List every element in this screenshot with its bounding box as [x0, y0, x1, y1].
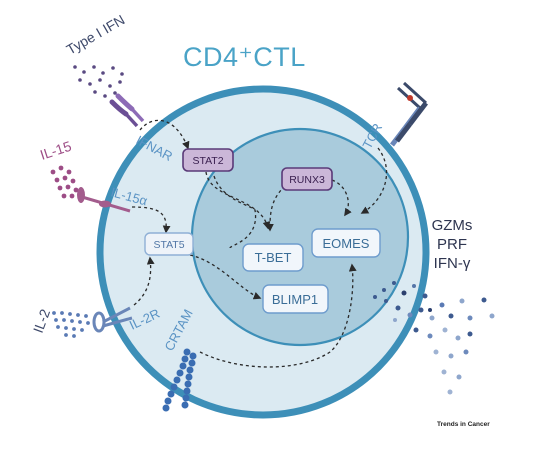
node-runx3: RUNX3: [281, 167, 333, 191]
effector-label-gzms: GZMs: [432, 217, 473, 234]
journal-credit: Trends in Cancer: [437, 421, 490, 428]
arrow-ifnar-stat2: [139, 119, 190, 150]
node-stat5: STAT5: [144, 232, 194, 256]
node-label-stat5: STAT5: [153, 239, 184, 251]
node-label-eomes: EOMES: [323, 236, 370, 251]
arrow-stat2-blimp1: [213, 175, 257, 249]
node-label-runx3: RUNX3: [289, 174, 325, 186]
node-eomes: EOMES: [311, 228, 381, 258]
il2-dots: [52, 311, 90, 338]
receptor-il15a-icon: [77, 187, 131, 213]
effector-dots: [373, 281, 495, 395]
ligand-label-il15: IL-15: [38, 138, 73, 163]
ligand-label-type1-ifn: Type I IFN: [64, 11, 128, 57]
signaling-arrows: [131, 119, 388, 368]
arrow-il2r-stat5: [133, 256, 155, 306]
node-label-tbet: T-BET: [255, 250, 292, 265]
effector-label-ifng: IFN-γ: [434, 255, 471, 272]
arrow-stat5-blimp1: [189, 254, 262, 300]
effector-label-prf: PRF: [437, 236, 467, 253]
receptor-tcr-icon: [390, 81, 428, 147]
receptor-ifnar-icon: [109, 93, 145, 128]
node-blimp1: BLIMP1: [262, 284, 329, 314]
ligand-label-il2: IL-2: [30, 307, 53, 335]
receptor-crtam-icon: [162, 348, 197, 412]
node-label-stat2: STAT2: [192, 155, 223, 167]
receptor-il2r-icon: [92, 306, 133, 333]
il15-dots: [50, 165, 79, 199]
node-stat2: STAT2: [182, 148, 234, 172]
arrow-runx3-tbet: [266, 185, 286, 232]
arrow-stat2-tbet: [205, 171, 271, 230]
cell-title: CD4⁺CTL: [183, 42, 306, 72]
type1-ifn-dots: [73, 65, 124, 98]
effector-labels: GZMs PRF IFN-γ: [432, 217, 473, 272]
arrow-crtam-eomes: [199, 263, 357, 368]
node-tbet: T-BET: [242, 243, 304, 272]
node-label-blimp1: BLIMP1: [272, 292, 318, 307]
arrow-tcr-eomes: [360, 147, 388, 214]
